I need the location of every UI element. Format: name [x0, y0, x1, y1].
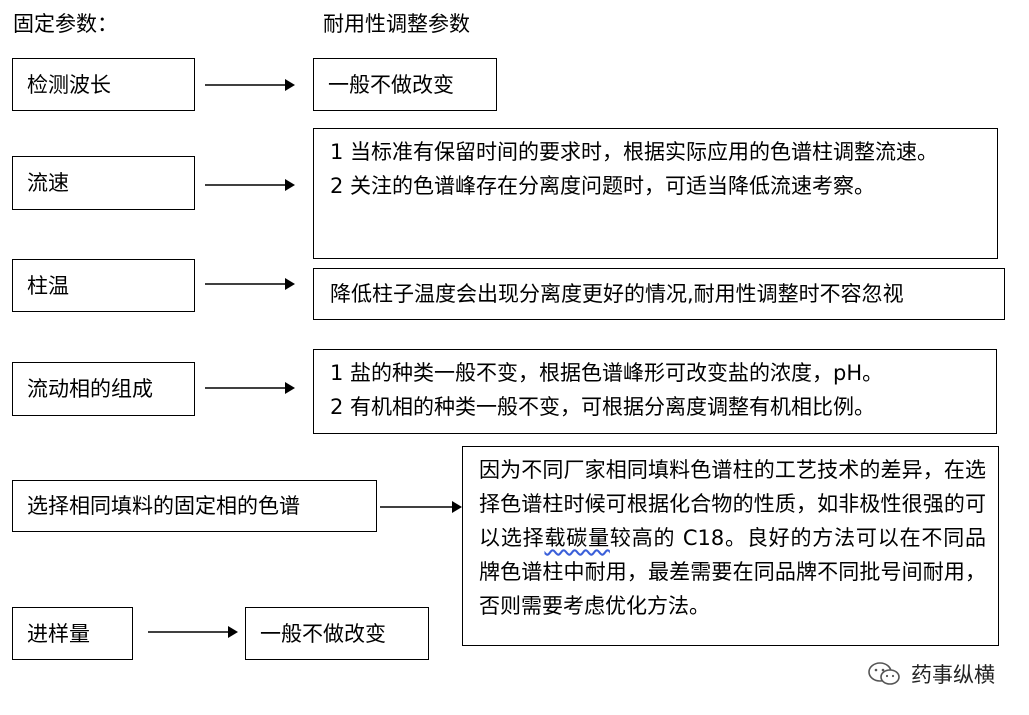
param-box-flow-rate: 流速: [12, 156, 195, 210]
robustness-params-heading: 耐用性调整参数: [323, 12, 470, 36]
carbon-load-term: 载碳量: [544, 526, 610, 550]
arrow-flow-rate: [205, 179, 295, 191]
mobile-phase-note-2: 2 有机相的种类一般不变，可根据分离度调整有机相比例。: [330, 395, 876, 419]
param-box-stationary-phase: 选择相同填料的固定相的色谱: [12, 480, 377, 532]
result-box-injection-volume: 一般不做改变: [245, 607, 429, 660]
fixed-params-heading: 固定参数：: [13, 12, 118, 36]
arrow-injection-volume: [148, 626, 238, 638]
stationary-phase-note: 因为不同厂家相同填料色谱柱的工艺技术的差异，在选择色谱柱时候可根据化合物的性质，…: [479, 458, 987, 618]
arrow-column-temp: [205, 278, 295, 290]
param-box-column-temp: 柱温: [12, 259, 195, 312]
watermark-text: 药事纵横: [911, 663, 995, 687]
result-box-mobile-phase: 1 盐的种类一般不变，根据色谱峰形可改变盐的浓度，pH。 2 有机相的种类一般不…: [313, 349, 997, 434]
result-box-column-temp: 降低柱子温度会出现分离度更好的情况,耐用性调整时不容忽视: [313, 268, 1005, 320]
param-box-injection-volume: 进样量: [12, 607, 133, 660]
flow-rate-note-2: 2 关注的色谱峰存在分离度问题时，可适当降低流速考察。: [330, 174, 876, 198]
param-box-mobile-phase: 流动相的组成: [12, 362, 195, 416]
mobile-phase-note-1: 1 盐的种类一般不变，根据色谱峰形可改变盐的浓度，pH。: [330, 361, 884, 385]
result-box-flow-rate: 1 当标准有保留时间的要求时，根据实际应用的色谱柱调整流速。 2 关注的色谱峰存…: [313, 128, 998, 259]
arrow-wavelength: [205, 79, 295, 91]
flow-rate-note-1: 1 当标准有保留时间的要求时，根据实际应用的色谱柱调整流速。: [330, 140, 939, 164]
wechat-icon: [868, 662, 900, 685]
watermark: 药事纵横: [867, 659, 995, 689]
result-box-stationary-phase: 因为不同厂家相同填料色谱柱的工艺技术的差异，在选择色谱柱时候可根据化合物的性质，…: [462, 446, 999, 646]
arrow-stationary-phase: [380, 501, 462, 513]
result-box-wavelength: 一般不做改变: [313, 58, 497, 111]
arrow-mobile-phase: [205, 382, 295, 394]
param-box-wavelength: 检测波长: [12, 58, 195, 111]
